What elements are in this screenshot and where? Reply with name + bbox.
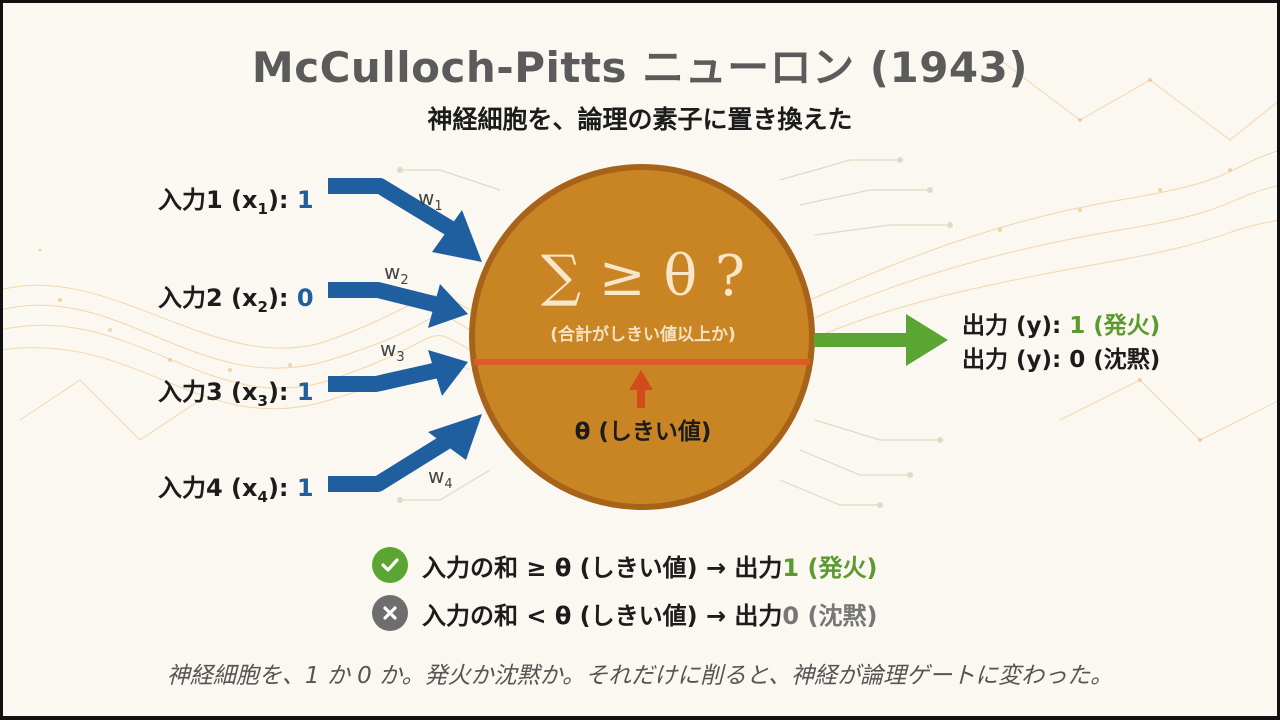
neuron-caption: (合計がしきい値以上か) bbox=[550, 325, 736, 345]
footer-caption: 神経細胞を、1 か 0 か。発火か沈黙か。それだけに削ると、神経が論理ゲートに変… bbox=[166, 663, 1114, 689]
input-arrow-2 bbox=[328, 282, 468, 328]
weight-4: w4 bbox=[428, 464, 453, 492]
weight-1: w1 bbox=[418, 186, 443, 214]
threshold-arrow bbox=[629, 370, 653, 408]
input-arrow-4 bbox=[328, 414, 482, 492]
check-icon bbox=[372, 547, 408, 583]
input-arrow-1 bbox=[328, 178, 482, 262]
output-arrow bbox=[814, 314, 948, 366]
neuron-formula: ∑ ≥ θ ? bbox=[540, 244, 746, 309]
input-arrow-3 bbox=[328, 350, 468, 396]
input-label-3: 入力3 (x3): 1 bbox=[158, 378, 314, 410]
input-label-2: 入力2 (x2): 0 bbox=[158, 284, 314, 316]
rule-fire: 入力の和 ≥ θ (しきい値) → 出力 1 (発火) bbox=[372, 545, 877, 585]
weight-2: w2 bbox=[384, 260, 409, 288]
weight-3: w3 bbox=[380, 337, 405, 365]
slide-title: McCulloch-Pitts ニューロン (1943) bbox=[251, 43, 1029, 92]
slide-subtitle: 神経細胞を、論理の素子に置き換えた bbox=[427, 105, 853, 134]
cross-icon bbox=[372, 595, 408, 631]
output-fire: 出力 (y): 1 (発火) bbox=[962, 313, 1161, 339]
input-label-4: 入力4 (x4): 1 bbox=[158, 474, 314, 506]
input-label-1: 入力1 (x1): 1 bbox=[158, 186, 314, 218]
neuron-body bbox=[469, 164, 815, 510]
output-silent: 出力 (y): 0 (沈黙) bbox=[962, 347, 1161, 373]
threshold-label: θ (しきい値) bbox=[574, 419, 712, 445]
rule-silent: 入力の和 < θ (しきい値) → 出力 0 (沈黙) bbox=[372, 593, 877, 633]
